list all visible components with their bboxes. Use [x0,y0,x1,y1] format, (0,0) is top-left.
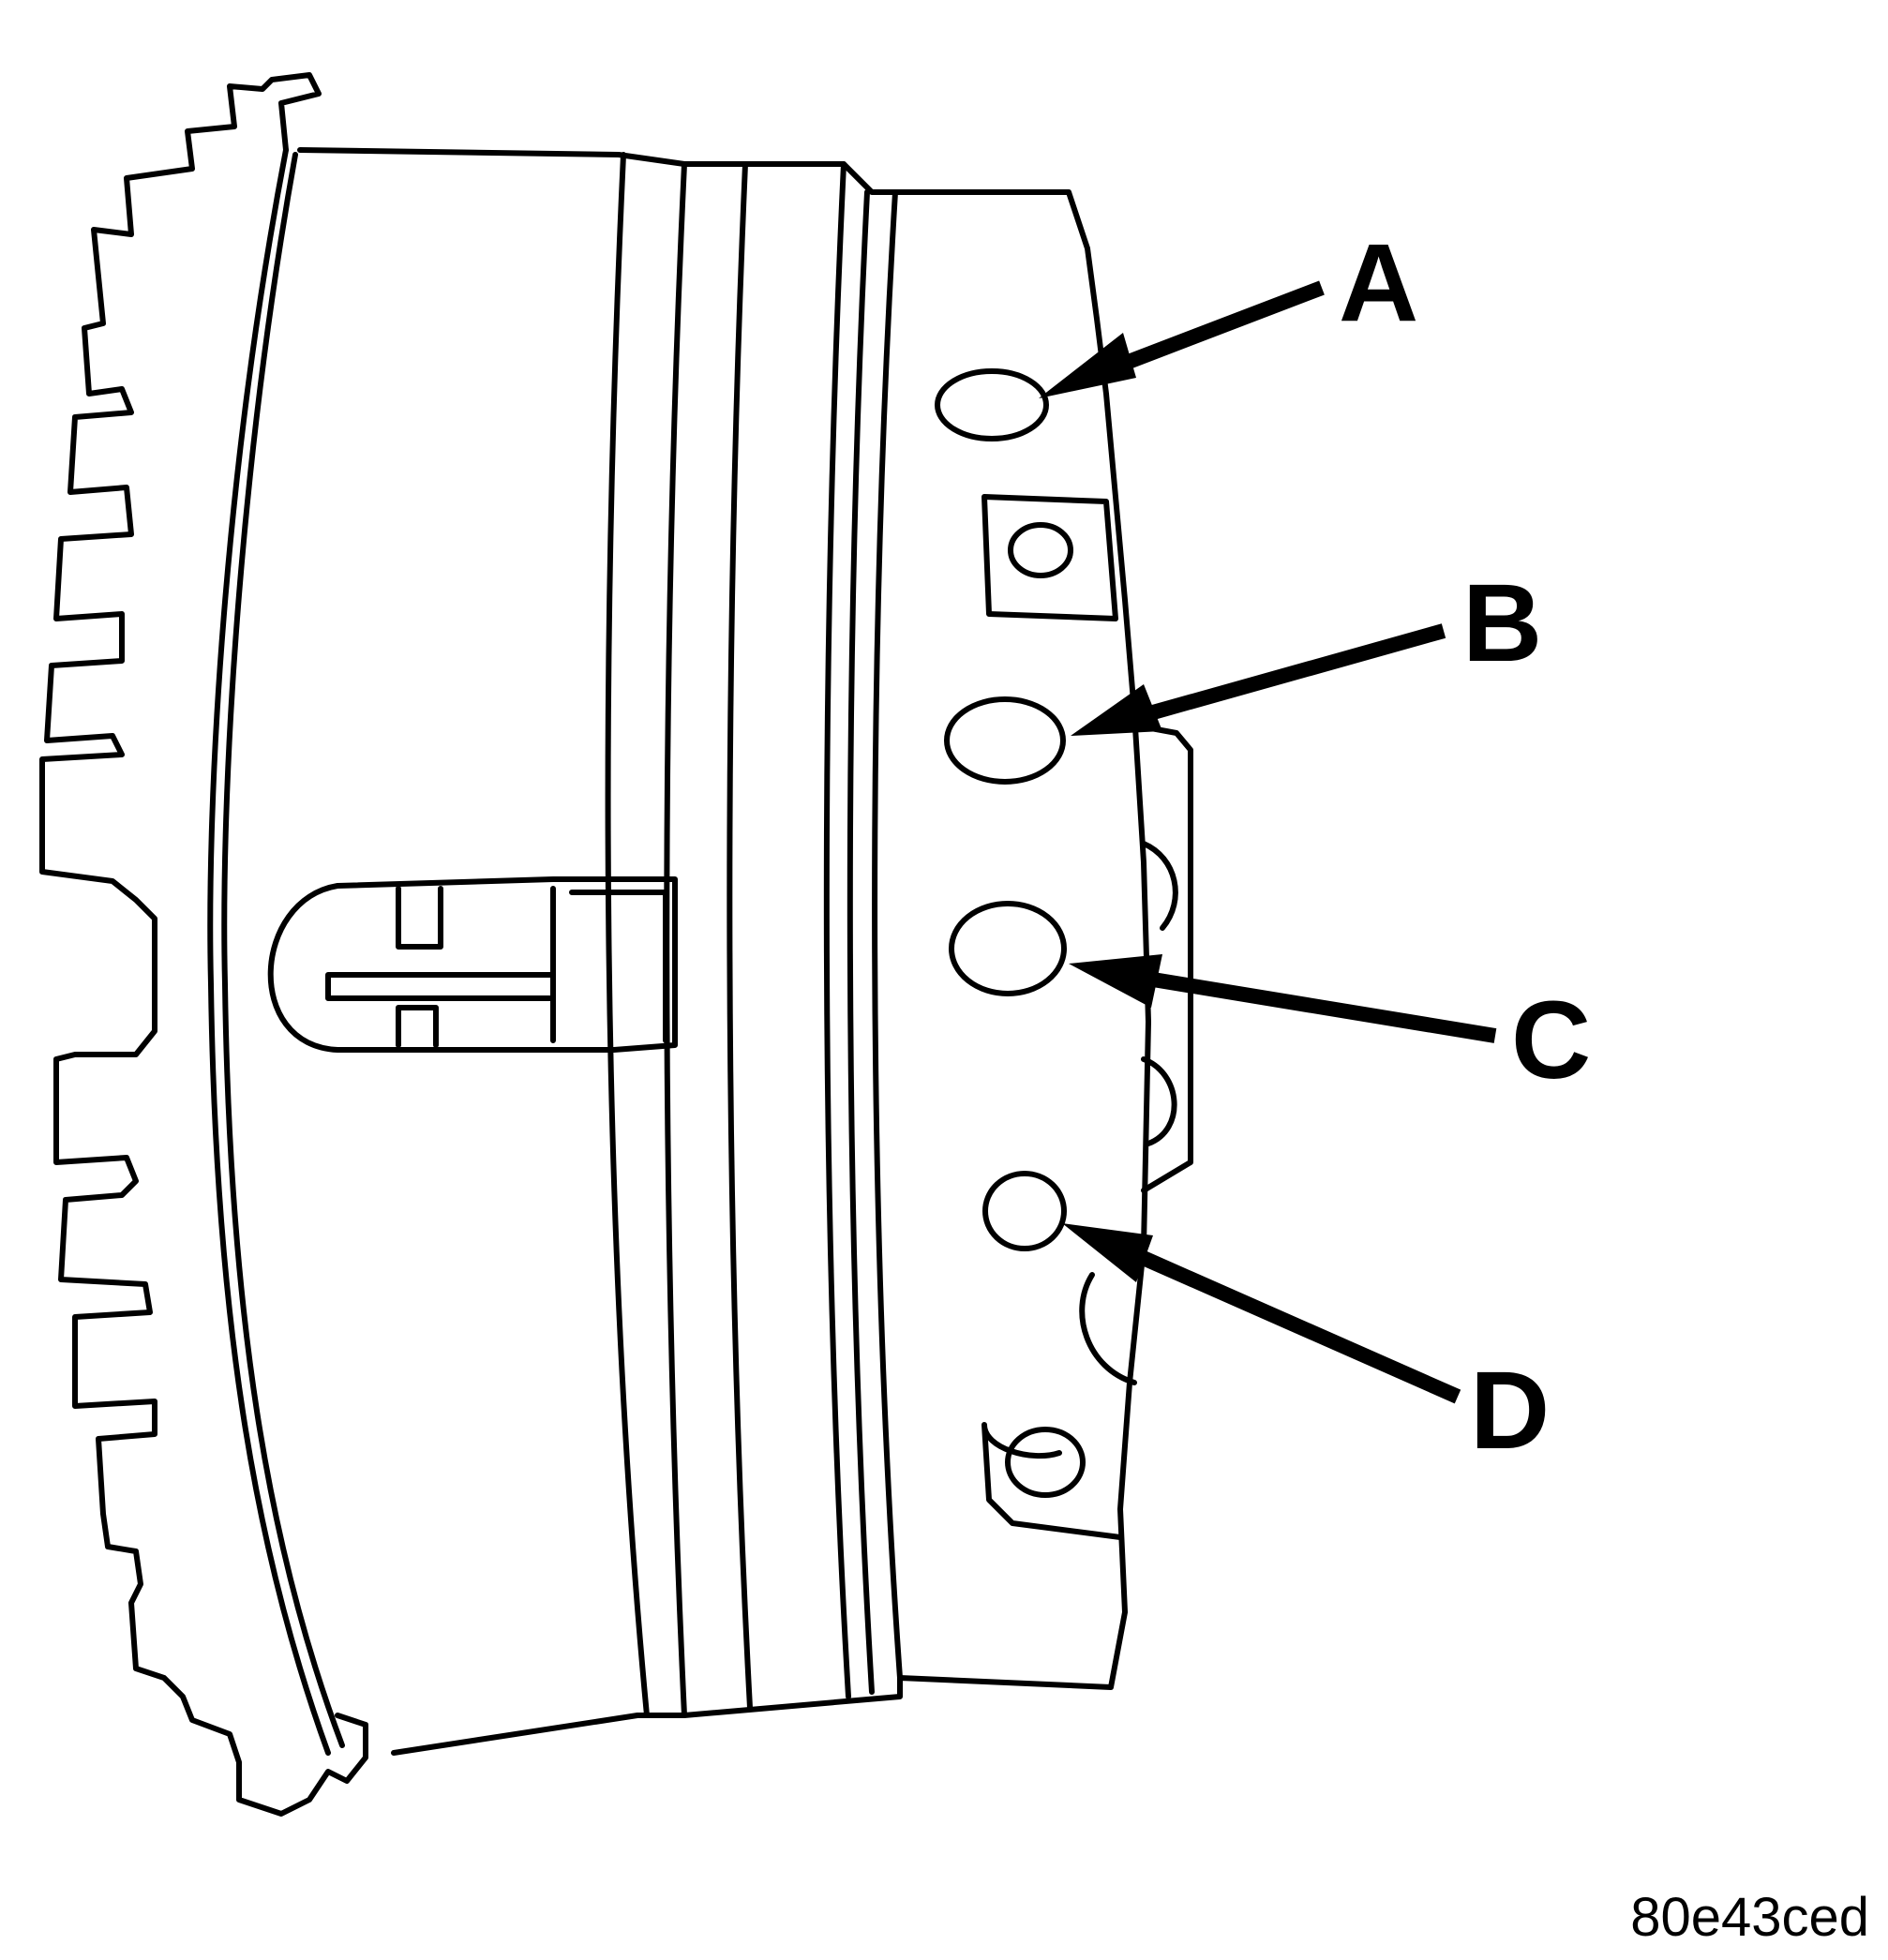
arrow-a [1099,280,1325,380]
side-bracket-lug-1 [1141,841,1178,931]
gear-ring-inner [221,152,345,1748]
seam-line-5 [847,189,875,1695]
arrow-b [1150,623,1446,720]
callout-label-b: B [1462,561,1542,685]
gear-ring-outer [207,147,331,1756]
hole-a [935,368,1049,441]
callout-label-c: C [1511,979,1591,1102]
callout-label-d: D [1470,1349,1550,1473]
arrow-d [1135,1249,1461,1404]
arrowhead-d [1062,1223,1153,1282]
seam-line-6 [872,189,903,1681]
side-bracket-lug-2 [1141,1056,1177,1146]
seam-line-4 [823,161,851,1699]
gear-teeth [39,72,368,1817]
drum-body [297,147,1151,1756]
figure-id: 80e43ced [1630,1887,1869,1948]
hole-b [944,696,1066,785]
seam-line-1 [605,152,650,1718]
drum-slot-inner [325,886,668,1048]
boss-bottom-hole [1005,1427,1086,1498]
seam-line-3 [727,161,753,1711]
hole-d [982,1171,1067,1251]
arrow-c [1151,972,1497,1043]
lower-notch [1079,1272,1137,1385]
arrowhead-c [1069,954,1162,1008]
drum-slot [267,876,678,1053]
boss-top-hole [1008,522,1073,578]
arrowhead-a [1039,333,1136,398]
hole-c [949,901,1067,996]
callout-label-a: A [1339,221,1418,345]
arrowhead-b [1071,684,1162,736]
boss-top [981,494,1118,621]
boss-bottom [981,1422,1123,1540]
